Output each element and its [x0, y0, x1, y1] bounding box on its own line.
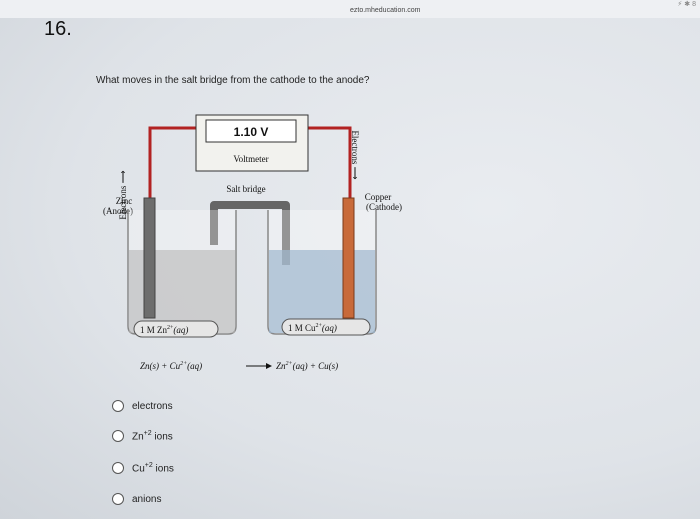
radio-anions[interactable] [112, 493, 124, 505]
choice-label-electrons: electrons [132, 400, 173, 412]
salt-bridge-tube [210, 201, 290, 265]
question-prompt: What moves in the salt bridge from the c… [96, 75, 370, 86]
radio-zn-ions[interactable] [112, 430, 124, 443]
choice-label-zn-ions: Zn+2 ions [132, 430, 173, 443]
browser-top-bar: ezto.mheducation.com ⚡︎ ✱ 8 [0, 0, 700, 18]
voltmeter-display [205, 119, 297, 143]
galvanic-cell-diagram: 1.10 V Voltmeter Electrons ⟶ Electrons ⟶… [103, 114, 402, 371]
choice-label-anions: anions [132, 493, 162, 505]
choice-electrons[interactable]: electrons [112, 400, 173, 412]
equation-left: Zn(s) + Cu2+(aq) [140, 361, 202, 371]
copper-electrode [342, 197, 355, 319]
zinc-electrode [143, 197, 156, 319]
anode-label: (Anode) [103, 206, 133, 216]
url-text: ezto.mheducation.com [350, 7, 421, 14]
choice-cu-ions[interactable]: Cu+2 ions [112, 462, 174, 474]
choice-anions[interactable]: anions [112, 493, 161, 505]
radio-cu-ions[interactable] [112, 462, 124, 475]
choice-label-cu-ions: Cu+2 ions [132, 462, 174, 475]
status-icons: ⚡︎ ✱ 8 [677, 1, 696, 8]
voltmeter-reading: 1.10 V [234, 125, 269, 139]
left-solution-label: 1 M Zn2+(aq) [140, 325, 188, 335]
electrons-right-label: Electrons ⟶ [350, 130, 360, 179]
voltmeter-label: Voltmeter [233, 154, 268, 164]
question-number: 16. [44, 18, 72, 40]
equation-arrowhead [266, 363, 272, 369]
equation-right: Zn2+(aq) + Cu(s) [276, 361, 338, 371]
cathode-label: (Cathode) [366, 202, 402, 212]
right-solution-label-box [281, 318, 371, 336]
choice-zn-ions[interactable]: Zn+2 ions [112, 430, 173, 442]
cathode-label-copper: Copper [365, 192, 392, 202]
right-solution-label: 1 M Cu2+(aq) [288, 323, 337, 333]
anode-label-zinc: Zinc [116, 196, 133, 206]
left-solution-label-box [133, 320, 219, 338]
radio-electrons[interactable] [112, 400, 124, 412]
electrons-left-label: Electrons ⟶ [118, 170, 128, 219]
salt-bridge-label: Salt bridge [226, 184, 265, 194]
